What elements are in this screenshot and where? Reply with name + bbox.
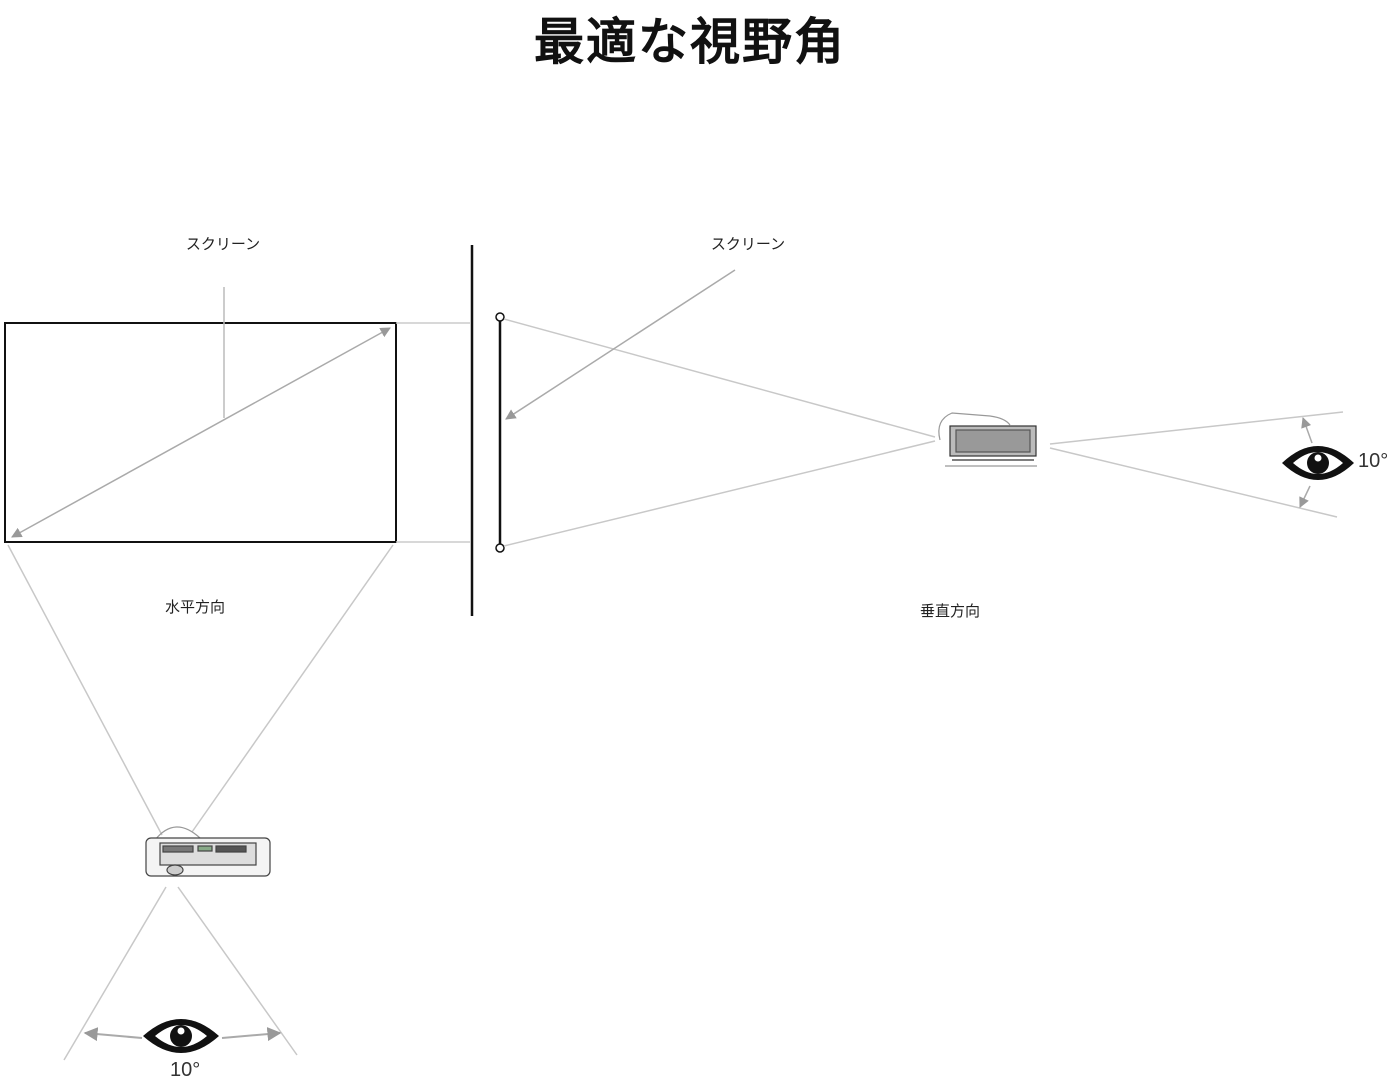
screen-pointer-arrow [505,269,736,420]
screen-bottom-node [495,543,505,553]
screen-diagonal-arrow [11,327,391,538]
angle-arrow-right [221,1027,282,1042]
projection-ray-bottom [503,440,936,547]
screen-label-vertical: スクリーン [710,235,786,253]
top-ray-left [7,544,163,836]
angle-arrow-down [1299,485,1311,508]
horizontal-angle-label: 10° [170,1059,201,1081]
view-ray-bottom [1049,447,1338,518]
eye-icon [1282,446,1354,480]
screen-rectangle [4,322,397,543]
eye-ray-right [177,886,298,1056]
projector-front-icon [145,826,271,877]
vertical-direction-label: 垂直方向 [919,602,981,620]
top-ray-right [191,544,394,833]
horizontal-direction-label: 水平方向 [164,598,226,616]
projection-ray-top [503,318,936,438]
angle-arrow-left [83,1027,143,1042]
eye-ray-left [63,886,167,1061]
screen-top-node [495,312,505,322]
page-title: 最適な視野角 [534,13,846,71]
screen-label-horizontal: スクリーン [185,235,261,253]
eye-icon [143,1019,219,1053]
angle-arrow-up [1301,417,1313,444]
vertical-angle-label: 10° [1358,450,1389,472]
projector-side-icon [938,412,1037,467]
view-ray-top [1049,411,1344,445]
